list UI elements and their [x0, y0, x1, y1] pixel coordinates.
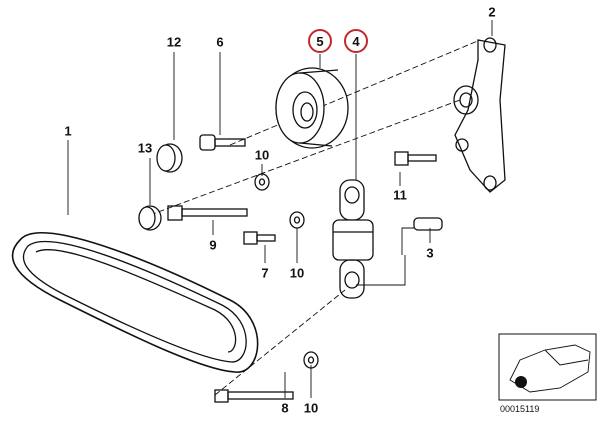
callout-6: 6 — [216, 34, 224, 50]
callout-10c: 10 — [303, 400, 319, 416]
callout-2: 2 — [488, 4, 496, 20]
location-dot — [515, 376, 527, 388]
callout-7: 7 — [261, 265, 269, 281]
belt-drawing — [11, 232, 259, 373]
inset-caption: 00015119 — [500, 404, 540, 414]
callout-10b: 10 — [289, 265, 305, 281]
callout-9: 9 — [209, 237, 217, 253]
fasteners-drawing — [138, 134, 443, 403]
callout-1: 1 — [64, 123, 72, 139]
tensioner-drawing — [332, 179, 374, 299]
idler-pulley-drawing — [275, 67, 349, 149]
callout-3: 3 — [426, 245, 434, 261]
callout-11: 11 — [393, 187, 407, 203]
leader-lines — [67, 20, 493, 398]
callout-13: 13 — [137, 140, 153, 156]
callout-12: 12 — [166, 34, 182, 50]
callout-4-highlighted: 4 — [344, 29, 368, 53]
callout-8: 8 — [281, 400, 289, 416]
vehicle-inset — [498, 333, 597, 401]
callout-5-highlighted: 5 — [308, 29, 332, 53]
bracket-drawing — [453, 37, 506, 193]
callout-10a: 10 — [254, 147, 270, 163]
